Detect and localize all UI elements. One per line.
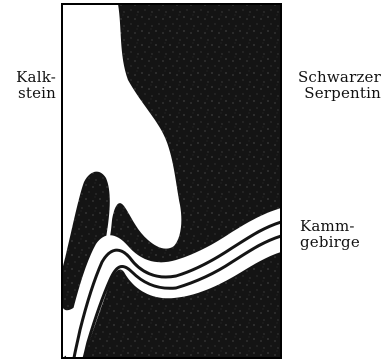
label-line: gebirge (300, 234, 360, 250)
label-line: stein (6, 85, 56, 101)
label-line: Serpentin (285, 85, 381, 101)
label-kalkstein: Kalk- stein (6, 69, 56, 101)
label-kammgebirge: Kamm- gebirge (300, 218, 360, 250)
label-schwarzer-serpentin: Schwarzer Serpentin (285, 69, 381, 101)
label-line: Schwarzer (285, 69, 381, 85)
label-line: Kalk- (6, 69, 56, 85)
label-line: Kamm- (300, 218, 360, 234)
